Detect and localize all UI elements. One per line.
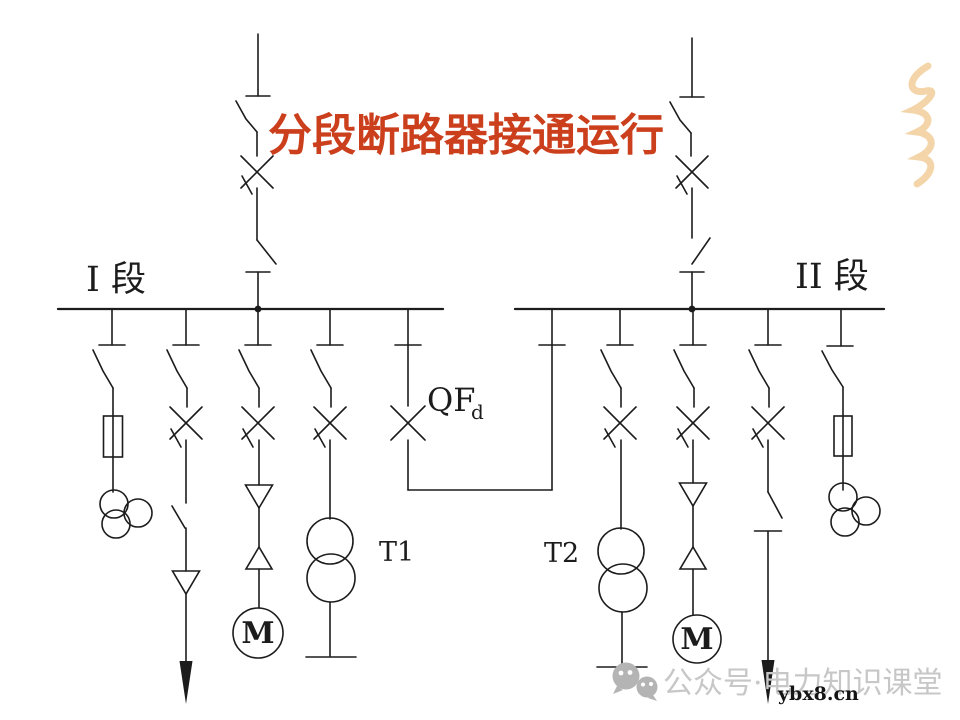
bus-label-section-1: I 段 xyxy=(86,260,146,300)
wechat-bubble-small-tail xyxy=(648,695,657,701)
feeder-voltage-transformer-right xyxy=(821,308,881,537)
winding-circle xyxy=(830,507,860,537)
disconnector-blade xyxy=(241,175,253,195)
wire xyxy=(603,406,637,440)
breaker-cross-icon xyxy=(390,405,426,441)
wechat-eye xyxy=(618,670,624,676)
feeder-transformer-t2 xyxy=(596,308,648,668)
winding-circle xyxy=(306,553,356,603)
breaker-cross-icon xyxy=(751,406,785,440)
wechat-icon xyxy=(612,662,658,701)
wire xyxy=(390,405,426,441)
disconnector-blade xyxy=(691,237,711,265)
motor-letter: M xyxy=(680,622,713,657)
winding-circle xyxy=(306,517,354,565)
winding-circle xyxy=(851,496,881,526)
contact-triangle-down xyxy=(171,570,201,596)
outgoing-line-arrow xyxy=(179,661,193,704)
contact-triangle-up xyxy=(678,545,708,570)
transformer-label-t1: T1 xyxy=(379,537,414,568)
disconnector-blade xyxy=(314,428,326,448)
wechat-bubble-large xyxy=(612,662,640,690)
contact-triangle-down xyxy=(244,484,274,510)
breaker-cross-icon xyxy=(169,406,203,440)
disconnector-blade xyxy=(748,349,770,389)
winding-circle xyxy=(828,482,858,512)
disconnector-blade xyxy=(821,350,844,388)
feeder-voltage-transformer-left xyxy=(92,308,153,539)
wire xyxy=(169,406,203,440)
winding-circle xyxy=(123,498,153,528)
winding-circle xyxy=(101,509,131,539)
bus-tie-feeder xyxy=(390,308,566,491)
winding-circle xyxy=(598,563,648,613)
breaker-cross-icon xyxy=(313,406,347,440)
motor-circle xyxy=(672,614,722,664)
disconnector-blade xyxy=(310,349,332,389)
disconnector-blade xyxy=(604,428,616,448)
disconnector-blade xyxy=(676,175,688,195)
tie-breaker-label-sub: d xyxy=(471,400,484,424)
motor-symbol: M xyxy=(232,607,284,659)
disconnector-blade xyxy=(669,101,692,134)
transformer-label-t2: T2 xyxy=(544,538,579,569)
feeder-motor-right: M xyxy=(672,308,722,664)
tie-breaker-label: QF xyxy=(427,381,475,419)
fuse-symbol xyxy=(833,415,853,457)
motor-symbol: M xyxy=(672,614,722,664)
incoming-feeder-right xyxy=(669,37,711,313)
wechat-eye xyxy=(627,670,633,675)
wechat-bubble-large-tail xyxy=(613,686,623,694)
disconnector-blade xyxy=(256,239,277,265)
motor-circle xyxy=(232,607,284,659)
disconnector-blade xyxy=(171,505,186,529)
decorative-script-watermark xyxy=(900,62,936,188)
breaker-cross-icon xyxy=(241,406,275,440)
wechat-watermark-text: 公众号·电力知识课堂 xyxy=(663,666,943,701)
disconnector-blade xyxy=(673,349,695,389)
disconnector-blade xyxy=(92,349,114,389)
wechat-eye xyxy=(649,682,653,686)
wechat-eye xyxy=(641,682,645,687)
wechat-bubble-small xyxy=(636,676,658,698)
outgoing-line-arrow xyxy=(761,660,775,704)
feeder-outgoing-line-right xyxy=(748,308,785,704)
disconnector-blade xyxy=(166,349,188,389)
disconnector-blade xyxy=(235,100,258,133)
contact-triangle-up xyxy=(244,545,274,570)
disconnector-blade xyxy=(677,428,689,448)
contact-triangle-down xyxy=(678,482,708,508)
junction-dot xyxy=(688,305,696,313)
diagram-title: 分段断路器接通运行 xyxy=(268,110,664,161)
site-watermark-text: ybx8.cn xyxy=(777,683,859,705)
breaker-cross-icon xyxy=(676,406,710,440)
bus-label-section-2: II 段 xyxy=(795,257,869,297)
disconnector-blade xyxy=(170,428,182,448)
wire xyxy=(676,406,710,440)
incoming-feeder-left xyxy=(235,33,277,313)
feeder-transformer-t1 xyxy=(305,308,357,658)
feeder-outgoing-line-left xyxy=(166,308,203,704)
wire xyxy=(751,406,785,440)
disconnector-blade xyxy=(752,428,764,448)
disconnector-blade xyxy=(600,349,622,389)
disconnector-blade xyxy=(242,428,254,448)
winding-circle xyxy=(597,527,645,575)
wire xyxy=(241,406,275,440)
wire xyxy=(313,406,347,440)
fuse-symbol xyxy=(102,415,124,458)
disconnector-blade xyxy=(238,349,260,389)
feeder-motor-left: M xyxy=(232,308,284,659)
breaker-cross-icon xyxy=(603,406,637,440)
disconnector-blade xyxy=(767,491,783,519)
motor-letter: M xyxy=(241,616,274,651)
